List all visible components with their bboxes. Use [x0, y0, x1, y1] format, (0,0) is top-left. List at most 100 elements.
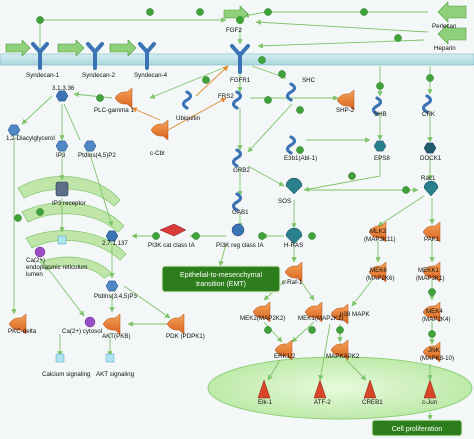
atf2-icon[interactable] — [313, 379, 327, 399]
phospho-badge-icon[interactable] — [336, 326, 344, 334]
fgfr1-receptor[interactable] — [230, 44, 250, 74]
label-mek4: MEK4 — [426, 308, 443, 315]
mekk1-icon[interactable] — [422, 261, 441, 283]
ca-transport-icon[interactable] — [57, 235, 67, 245]
mek2-icon[interactable] — [252, 301, 271, 323]
phospho-badge-icon[interactable] — [376, 82, 384, 90]
syndecan-2-receptor[interactable] — [86, 42, 104, 70]
phospho-badge-icon[interactable] — [308, 326, 316, 334]
ec-271137-icon[interactable] — [105, 230, 119, 242]
edge-shc-grb2 — [247, 103, 293, 153]
cell-proliferation-box[interactable] — [371, 419, 463, 437]
ligand-arrows — [5, 1, 467, 57]
phospho-badge-icon[interactable] — [264, 326, 272, 334]
pi3k-cat-icon[interactable] — [159, 223, 187, 237]
phospho-badge-icon[interactable] — [202, 76, 210, 84]
creb1-icon[interactable] — [363, 379, 377, 399]
crk-icon[interactable] — [421, 94, 433, 114]
emt-box[interactable] — [161, 265, 281, 293]
phospho-badge-icon[interactable] — [308, 232, 316, 240]
dock1-icon[interactable] — [423, 142, 437, 154]
ca-cytosol-icon[interactable] — [84, 316, 96, 328]
phospho-badge-icon[interactable] — [152, 232, 160, 240]
phospho-badge-icon[interactable] — [14, 214, 22, 222]
e3b1-icon[interactable] — [285, 135, 297, 155]
label-shc: SHC — [302, 77, 316, 84]
ca-er-icon[interactable] — [34, 246, 46, 258]
shp2-icon[interactable] — [336, 89, 355, 111]
ip3-icon[interactable] — [55, 140, 69, 152]
phospho-badge-icon[interactable] — [258, 232, 266, 240]
rac1-icon[interactable] — [423, 180, 439, 197]
akt-signaling-icon[interactable] — [105, 353, 115, 363]
receptor-icon — [138, 42, 156, 70]
sos-icon[interactable] — [285, 177, 303, 195]
mapkapk2-icon[interactable] — [330, 339, 349, 361]
erk12-icon[interactable] — [274, 339, 293, 361]
shc-icon[interactable] — [285, 82, 297, 102]
phospho-badge-icon[interactable] — [36, 208, 44, 216]
phospho-badge-icon[interactable] — [278, 70, 286, 78]
edge-plcg-ec — [73, 91, 113, 99]
mek1-icon[interactable] — [304, 301, 323, 323]
shb-icon[interactable] — [371, 96, 383, 116]
ubiquitin-icon[interactable] — [181, 90, 193, 110]
mlk3-icon[interactable] — [368, 221, 387, 243]
phospho-badge-icon[interactable] — [402, 186, 410, 194]
nucleus — [207, 356, 473, 420]
dag-icon[interactable] — [7, 124, 21, 136]
fgf2-core-icon[interactable] — [236, 16, 244, 24]
pkc-delta-icon[interactable] — [8, 313, 27, 335]
p38-icon[interactable] — [330, 303, 349, 325]
phospho-badge-icon[interactable] — [146, 8, 154, 16]
akt-icon[interactable] — [102, 313, 121, 335]
label-calcium-signaling: Calcium signaling — [42, 371, 91, 378]
pi3k-reg-icon[interactable] — [231, 223, 245, 237]
ec-31336-icon[interactable] — [55, 90, 69, 102]
phospho-badge-icon[interactable] — [36, 16, 44, 24]
calcium-signaling-icon[interactable] — [55, 353, 65, 363]
phospho-badge-icon[interactable] — [394, 34, 402, 42]
phospho-badge-icon[interactable] — [196, 8, 204, 16]
label-mek4-alias: (MAP2K4) — [422, 316, 451, 323]
cell-proliferation-text: Cell proliferation — [392, 426, 443, 433]
grb2-icon[interactable] — [231, 148, 243, 168]
label-ec-31336: 3.1.3.36 — [52, 85, 75, 92]
elk1-icon[interactable] — [257, 379, 271, 399]
ptdins345p3-icon[interactable] — [105, 280, 119, 292]
h-ras-icon[interactable] — [285, 227, 303, 245]
phospho-badge-icon[interactable] — [264, 96, 272, 104]
mek6-icon[interactable] — [368, 261, 387, 283]
mek4-icon[interactable] — [422, 301, 441, 323]
cjun-icon[interactable] — [423, 379, 437, 399]
label-akt-signaling: AKT signaling — [96, 371, 135, 378]
c-cbl-icon[interactable] — [150, 119, 169, 141]
phospho-badge-icon[interactable] — [360, 8, 368, 16]
jnk-icon[interactable] — [422, 341, 441, 363]
phospho-badge-icon[interactable] — [258, 56, 266, 64]
label-crk: CRK — [422, 111, 436, 118]
label-pkc-delta: PKC-delta — [8, 328, 37, 335]
phospho-badge-icon[interactable] — [192, 232, 200, 240]
phospho-badge-icon[interactable] — [296, 146, 304, 154]
pdk-icon[interactable] — [166, 313, 185, 335]
frs2-icon[interactable] — [231, 90, 243, 110]
phospho-badge-icon[interactable] — [428, 330, 436, 338]
c-raf-1-icon[interactable] — [284, 261, 303, 283]
syndecan-4-receptor[interactable] — [138, 42, 156, 70]
phospho-badge-icon[interactable] — [426, 74, 434, 82]
plc-gamma1-icon[interactable] — [114, 87, 133, 109]
pak1-icon[interactable] — [422, 221, 441, 243]
syndecan-1-receptor[interactable] — [31, 42, 49, 70]
phospho-badge-icon[interactable] — [428, 288, 436, 296]
phospho-badge-icon[interactable] — [296, 106, 304, 114]
ip3-receptor-icon[interactable] — [55, 181, 69, 197]
ptdins45p2-icon[interactable] — [83, 140, 97, 152]
phospho-badge-icon[interactable] — [96, 94, 104, 102]
phospho-badge-icon[interactable] — [264, 8, 272, 16]
gab1-icon[interactable] — [231, 192, 243, 212]
label-ca-cytosol: Ca(2+) cytosol — [62, 328, 102, 335]
eps8-icon[interactable] — [373, 140, 387, 152]
phospho-badge-icon[interactable] — [348, 172, 356, 180]
